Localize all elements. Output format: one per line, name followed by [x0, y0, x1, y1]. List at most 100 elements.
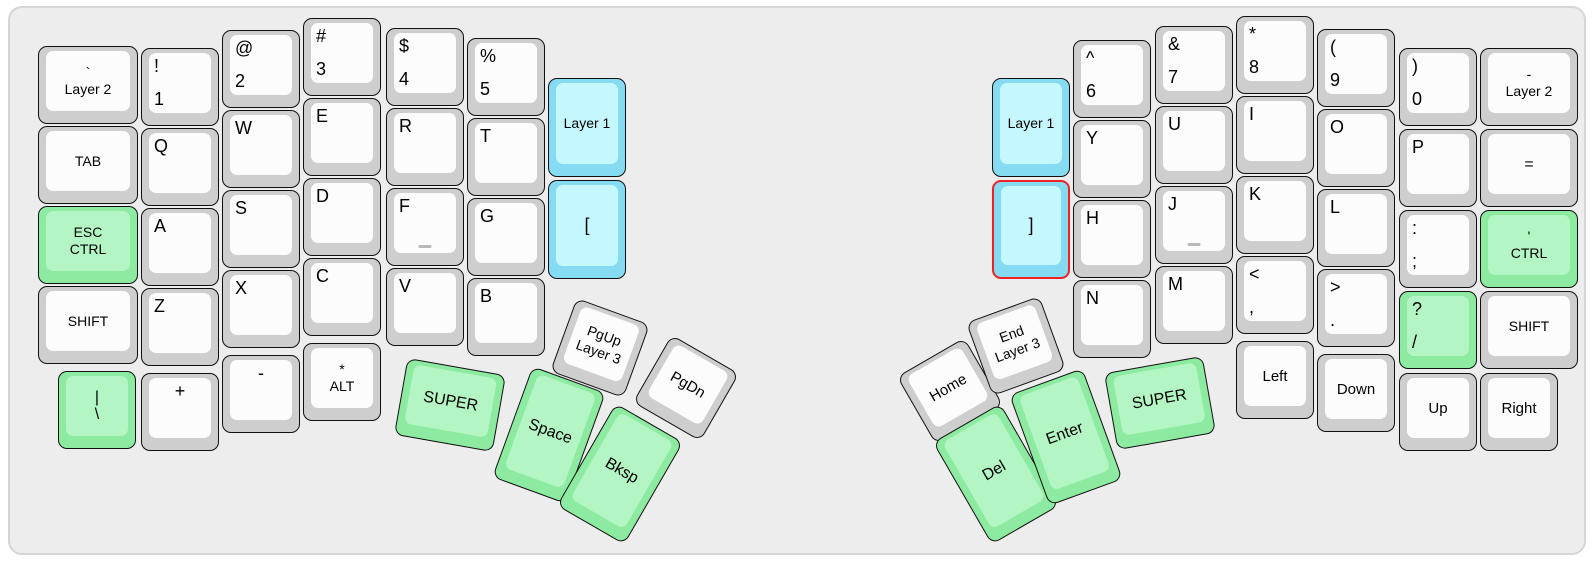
key-equals[interactable]: = [1480, 129, 1578, 207]
key-period[interactable]: >. [1317, 269, 1395, 347]
keycap-top-equals: = [1488, 134, 1570, 194]
key-a[interactable]: A [141, 208, 219, 286]
key-t[interactable]: T [467, 118, 545, 196]
keycap-top-down: Down [1325, 359, 1387, 419]
key-b[interactable]: B [467, 278, 545, 356]
key-comma[interactable]: <, [1236, 256, 1314, 334]
key-shift-left[interactable]: SHIFT [38, 286, 138, 364]
key-rbracket[interactable]: ] [992, 180, 1070, 279]
key-v[interactable]: V [386, 268, 464, 346]
keycap-top-n: N [1081, 285, 1143, 345]
key-5[interactable]: %5 [467, 38, 545, 116]
key-m[interactable]: M [1155, 266, 1233, 344]
key-d[interactable]: D [303, 178, 381, 256]
keycap-top-asterisk-alt: *ALT [311, 348, 373, 408]
key-g[interactable]: G [467, 198, 545, 276]
key-f[interactable]: F [386, 188, 464, 266]
key-tab[interactable]: TAB [38, 126, 138, 204]
key-3[interactable]: #3 [303, 18, 381, 96]
key-legend: Enter [1043, 418, 1086, 448]
keycap-top-left: Left [1244, 346, 1306, 406]
keycap-top-r: R [394, 113, 456, 173]
key-n[interactable]: N [1073, 280, 1151, 358]
keycap-top-3: #3 [311, 23, 373, 83]
key-minus-layer2[interactable]: -Layer 2 [1480, 48, 1578, 126]
key-super-right[interactable]: SUPER [1103, 355, 1217, 451]
key-u[interactable]: U [1155, 106, 1233, 184]
key-super-left[interactable]: SUPER [393, 357, 507, 453]
keycap-top-2: @2 [230, 35, 292, 95]
key-legend: [ [584, 215, 590, 235]
key-right[interactable]: Right [1480, 373, 1558, 451]
keycap-top-plus: + [149, 378, 211, 438]
keycap-top-d: D [311, 183, 373, 243]
key-legend: N [1086, 288, 1099, 308]
key-layer1-left[interactable]: Layer 1 [548, 78, 626, 177]
key-o[interactable]: O [1317, 109, 1395, 187]
keycap-top-m: M [1163, 271, 1225, 331]
key-j[interactable]: J [1155, 186, 1233, 264]
key-minus[interactable]: - [222, 355, 300, 433]
key-legend: Layer 1 [1007, 115, 1055, 131]
key-pipe-backslash[interactable]: |\ [58, 371, 136, 449]
key-legend: - [258, 363, 264, 383]
key-l[interactable]: L [1317, 189, 1395, 267]
key-k[interactable]: K [1236, 176, 1314, 254]
keycap-top-h: H [1081, 205, 1143, 265]
key-x[interactable]: X [222, 270, 300, 348]
key-left[interactable]: Left [1236, 341, 1314, 419]
key-quote-ctrl[interactable]: 'CTRL [1480, 210, 1578, 288]
key-w[interactable]: W [222, 110, 300, 188]
key-question-slash[interactable]: ?/ [1399, 291, 1477, 369]
key-legend: / [1412, 332, 1418, 352]
key-lbracket[interactable]: [ [548, 180, 626, 279]
key-y[interactable]: Y [1073, 120, 1151, 198]
key-4[interactable]: $4 [386, 28, 464, 106]
key-grave-layer2[interactable]: `Layer 2 [38, 46, 138, 124]
key-e[interactable]: E [303, 98, 381, 176]
keycap-top-o: O [1325, 114, 1387, 174]
key-8[interactable]: *8 [1236, 16, 1314, 94]
key-c[interactable]: C [303, 258, 381, 336]
key-layer1-right[interactable]: Layer 1 [992, 78, 1070, 177]
key-legend: 9 [1330, 70, 1341, 90]
key-9[interactable]: (9 [1317, 29, 1395, 107]
key-q[interactable]: Q [141, 128, 219, 206]
key-legend: Layer 1 [563, 115, 611, 131]
keycap-top-semicolon: :; [1407, 215, 1469, 275]
key-legend: Del [979, 457, 1009, 484]
keycap-top-rbracket: ] [1001, 186, 1061, 265]
key-h[interactable]: H [1073, 200, 1151, 278]
key-legend: Right [1501, 399, 1537, 417]
key-2[interactable]: @2 [222, 30, 300, 108]
key-plus[interactable]: + [141, 373, 219, 451]
key-legend: Bksp [602, 454, 642, 487]
key-up[interactable]: Up [1399, 373, 1477, 451]
key-s[interactable]: S [222, 190, 300, 268]
key-semicolon[interactable]: :; [1399, 210, 1477, 288]
key-legend: | [94, 389, 100, 406]
key-legend: ALT [329, 378, 355, 394]
key-z[interactable]: Z [141, 288, 219, 366]
key-asterisk-alt[interactable]: *ALT [303, 343, 381, 421]
key-1[interactable]: !1 [141, 48, 219, 126]
key-legend: U [1168, 114, 1181, 134]
key-0[interactable]: )0 [1399, 48, 1477, 126]
key-down[interactable]: Down [1317, 354, 1395, 432]
key-legend: 8 [1249, 57, 1260, 77]
key-p[interactable]: P [1399, 129, 1477, 207]
key-i[interactable]: I [1236, 96, 1314, 174]
key-legend: ] [1028, 215, 1034, 235]
key-legend: F [399, 196, 410, 216]
key-legend: . [1330, 310, 1336, 330]
key-7[interactable]: &7 [1155, 26, 1233, 104]
key-6[interactable]: ^6 [1073, 40, 1151, 118]
key-legend: * [1249, 24, 1257, 44]
key-shift-right[interactable]: SHIFT [1480, 291, 1578, 369]
keycap-top-shift-right: SHIFT [1488, 296, 1570, 356]
key-r[interactable]: R [386, 108, 464, 186]
key-legend: SHIFT [1508, 317, 1550, 334]
key-legend: CTRL [1510, 245, 1548, 261]
keycap-top-i: I [1244, 101, 1306, 161]
